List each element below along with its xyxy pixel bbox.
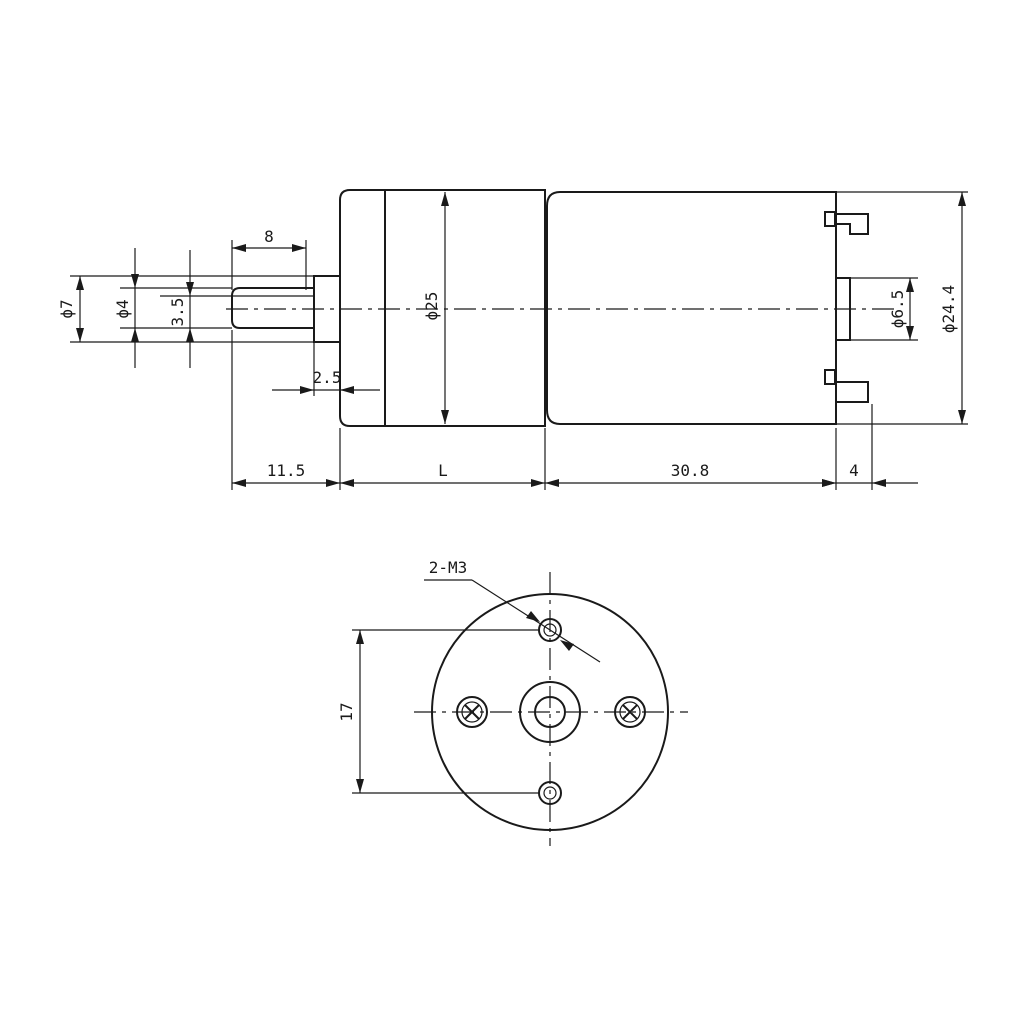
dim-shaft-diameters: ϕ7 ϕ4 3.5: [57, 248, 314, 368]
front-view: 2-M3 17: [337, 558, 688, 846]
dim-label: 2.5: [313, 368, 342, 387]
dim-label: ϕ24.4: [939, 285, 958, 333]
dim-boss: 2.5: [272, 342, 380, 396]
terminal-top: [824, 211, 869, 235]
dim-label: 17: [337, 702, 356, 721]
motor-body: [546, 191, 837, 425]
screw-left-icon: [456, 696, 488, 728]
dim-label: 4: [849, 461, 859, 480]
shaft-end: [534, 696, 566, 728]
dim-label: ϕ25: [422, 292, 441, 321]
terminal-bottom: [824, 369, 869, 403]
dim-hole-callout: 2-M3: [424, 558, 601, 663]
dim-label: L: [438, 461, 448, 480]
side-view: 8 ϕ7 ϕ4 3.5: [57, 189, 968, 490]
dim-bottom-chain: 11.5 L 30.8 4: [231, 330, 918, 490]
dim-label: ϕ7: [57, 299, 76, 318]
gearbox-body: [339, 189, 546, 427]
dim-label: 2-M3: [429, 558, 468, 577]
dim-label: ϕ6.5: [888, 290, 907, 329]
dim-label: 11.5: [267, 461, 306, 480]
dim-label: ϕ4: [113, 299, 132, 318]
dim-gearbox-diameter: ϕ25: [422, 192, 449, 424]
dim-label: 30.8: [671, 461, 710, 480]
dim-rear-boss: ϕ6.5: [850, 277, 918, 341]
dim-label: 8: [264, 227, 274, 246]
dim-hole-spacing: 17: [337, 629, 540, 794]
dim-label: 3.5: [168, 298, 187, 327]
shaft-boss: [519, 681, 581, 743]
dim-motor-diameter: ϕ24.4: [836, 191, 968, 425]
screw-right-icon: [614, 696, 646, 728]
dim-shaft-length: 8: [231, 227, 307, 290]
